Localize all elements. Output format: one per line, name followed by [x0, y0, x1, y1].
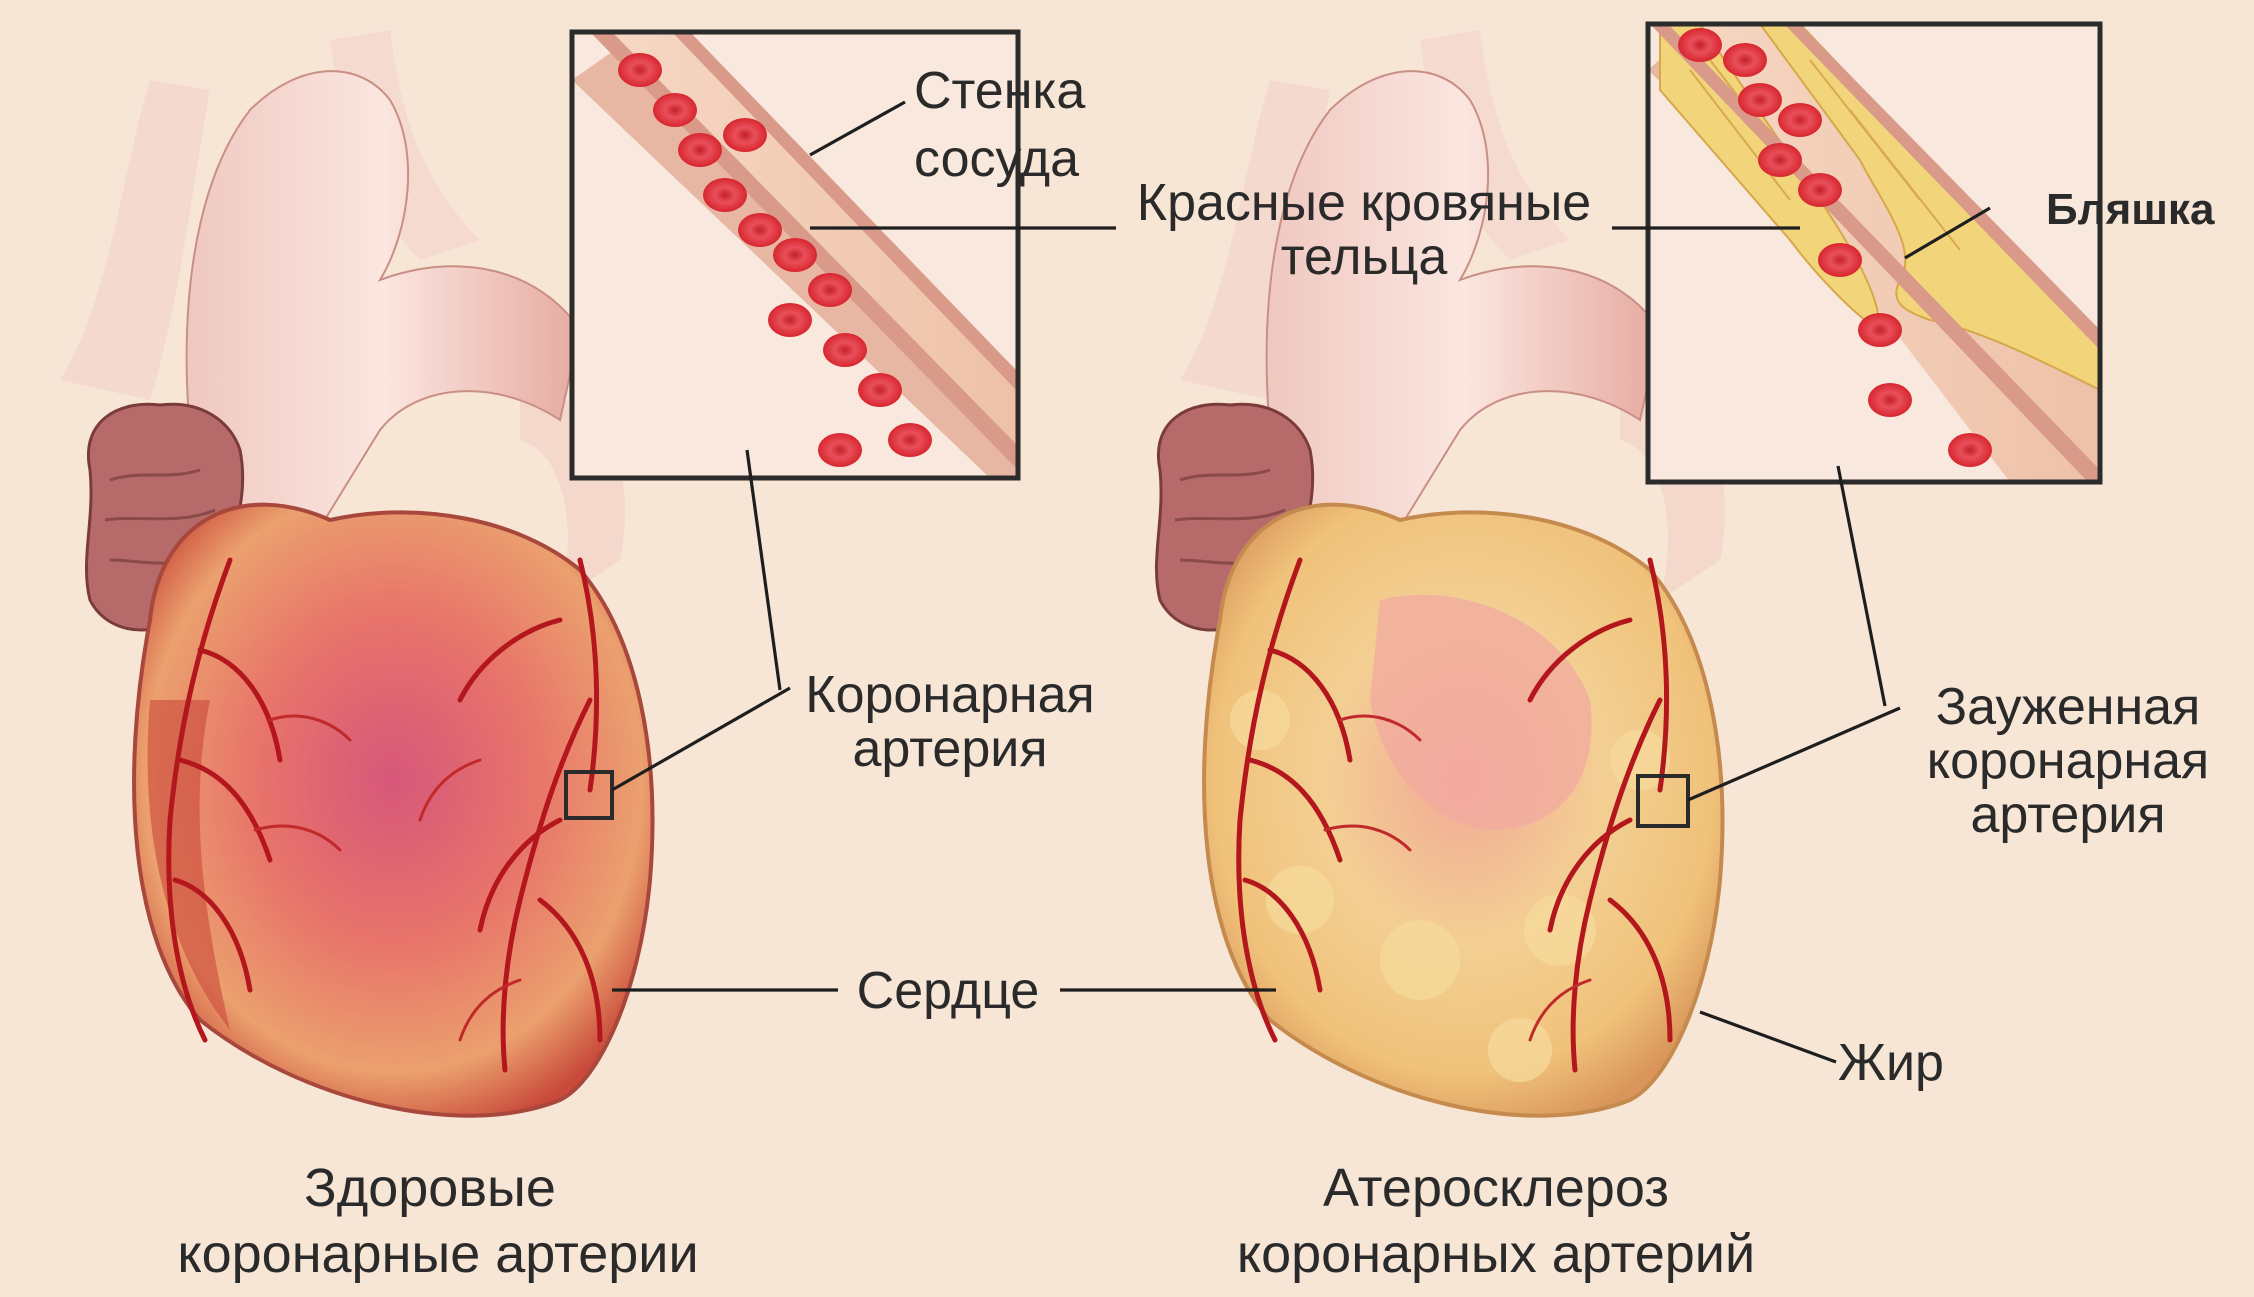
narrowed-artery-label-line1: Зауженная — [1936, 678, 2201, 736]
coronary-artery-label-line2: артерия — [853, 720, 1048, 778]
red-blood-cells-label-line2: тельца — [1281, 228, 1448, 286]
plaque-label: Бляшка — [2046, 185, 2215, 234]
fat-label: Жир — [1838, 1034, 1944, 1092]
narrowed-vessel-inset — [1648, 24, 2100, 482]
coronary-artery-label-line1: Коронарная — [805, 666, 1094, 724]
atherosclerosis-caption-line2: коронарных артерий — [1237, 1224, 1755, 1284]
vessel-wall-label-line1: Стенка — [914, 62, 1085, 120]
red-blood-cells-label-line1: Красные кровяные — [1137, 174, 1591, 232]
heart-label: Сердце — [857, 962, 1040, 1020]
vessel-wall-label-line2: сосуда — [914, 130, 1079, 188]
narrowed-artery-label-line2: коронарная — [1927, 732, 2209, 790]
narrowed-artery-label-line3: артерия — [1971, 786, 2166, 844]
healthy-caption-line2: коронарные артерии — [177, 1224, 698, 1284]
healthy-caption-line1: Здоровые — [304, 1158, 556, 1218]
healthy-heart-illustration — [60, 30, 652, 1116]
atherosclerosis-caption-line1: Атеросклероз — [1323, 1158, 1669, 1218]
